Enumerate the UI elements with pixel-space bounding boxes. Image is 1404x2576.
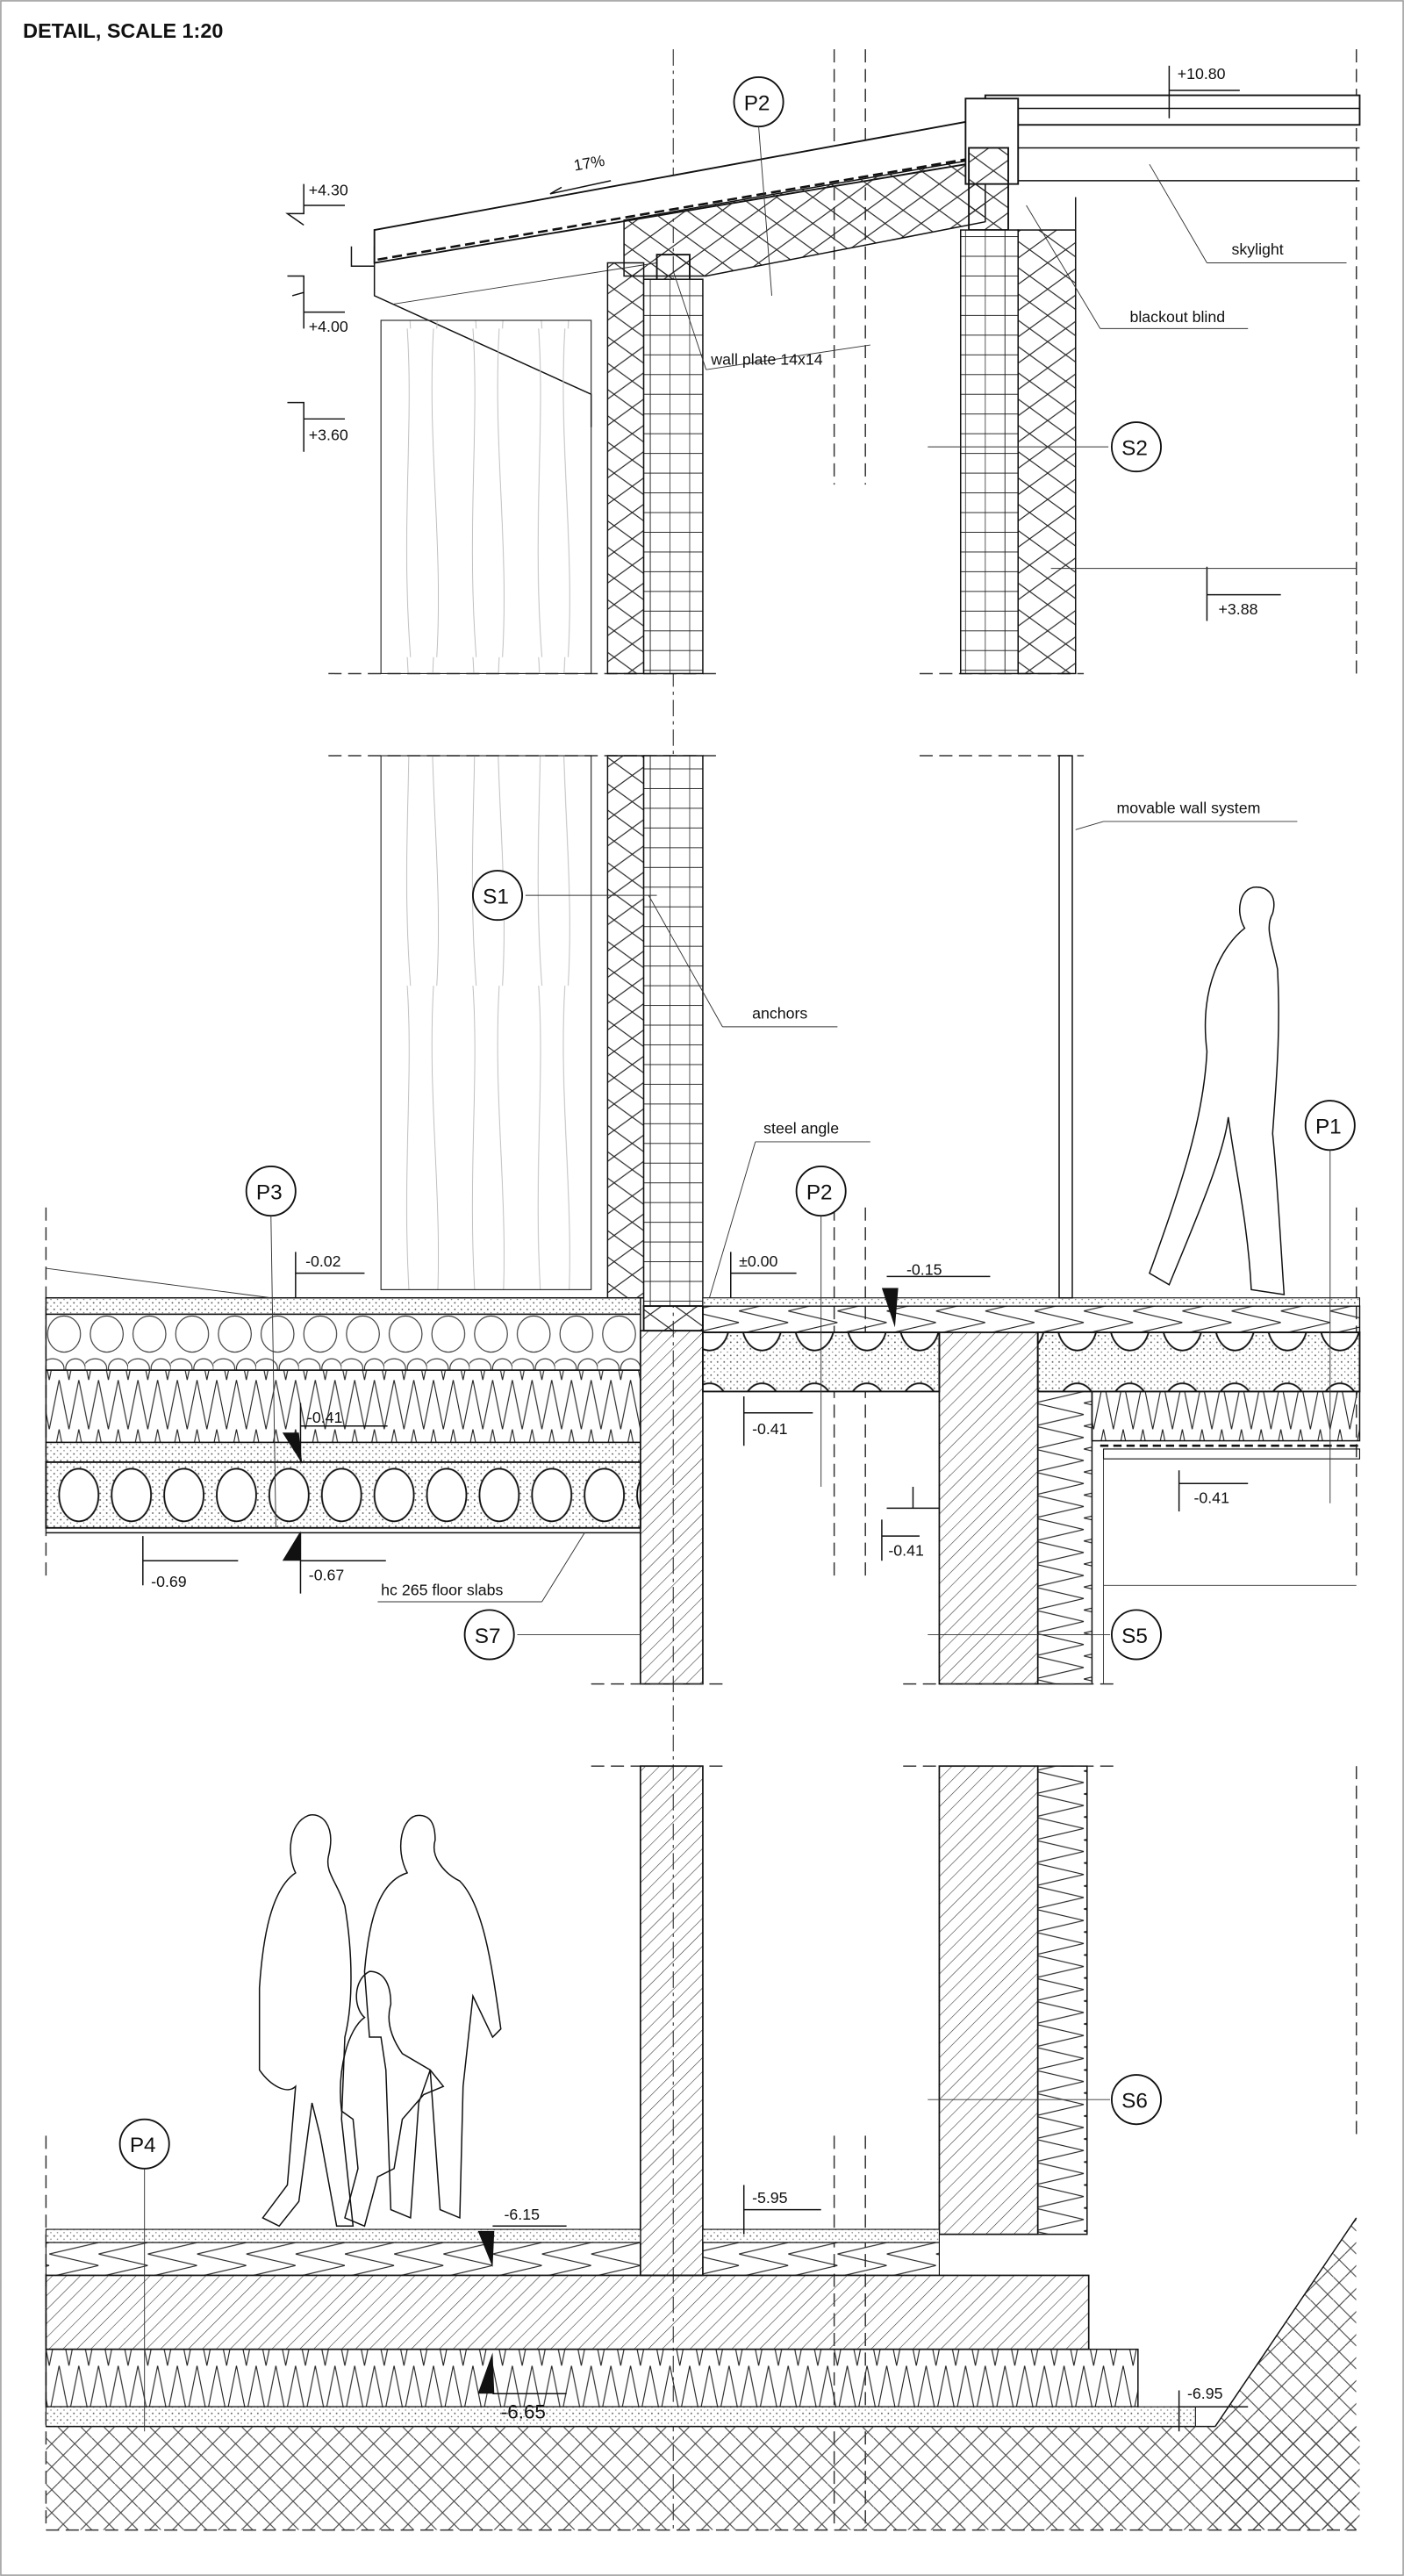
svg-text:skylight: skylight [1232, 240, 1284, 258]
tag-p1: P1 [1315, 1116, 1342, 1139]
tag-s2: S2 [1121, 436, 1148, 460]
svg-text:-0.41: -0.41 [752, 1420, 788, 1438]
svg-text:+3.60: +3.60 [309, 427, 348, 444]
svg-text:-0.02: -0.02 [305, 1252, 340, 1270]
tag-s1: S1 [483, 885, 509, 908]
svg-text:-0.41: -0.41 [307, 1409, 343, 1426]
basement-section [45, 1765, 1360, 2531]
svg-text:±0.00: ±0.00 [739, 1252, 777, 1270]
svg-text:17%: 17% [572, 152, 606, 175]
tag-s6: S6 [1121, 2090, 1148, 2113]
annotations-middle: S1 anchors steel angle movable wall syst… [142, 800, 1356, 1661]
tag-p4: P4 [130, 2134, 156, 2157]
annotations-top: 17% P2 wall plate 14x14 skylight blackou… [549, 76, 1347, 473]
svg-text:-0.69: -0.69 [151, 1573, 187, 1590]
ground-floor-section [45, 755, 1361, 1685]
svg-text:anchors: anchors [752, 1005, 807, 1023]
annotations-bottom: S6 P4 -6.15 -5.95 -6.65 -6.95 [118, 2074, 1249, 2432]
level-marks-top: +4.30 +4.00 +3.60 +10.80 +3.88 [285, 65, 1357, 621]
svg-text:wall plate 14x14: wall plate 14x14 [710, 351, 823, 369]
svg-text:-0.41: -0.41 [888, 1542, 924, 1560]
svg-text:-6.95: -6.95 [1187, 2385, 1223, 2402]
svg-text:-6.15: -6.15 [505, 2206, 541, 2223]
svg-text:+3.88: +3.88 [1219, 600, 1258, 618]
svg-text:+10.80: +10.80 [1178, 65, 1226, 83]
drawing-title: DETAIL, SCALE 1:20 [23, 19, 223, 42]
svg-text:+4.00: +4.00 [309, 318, 348, 335]
svg-text:-0.67: -0.67 [309, 1567, 344, 1584]
svg-text:hc 265 floor slabs: hc 265 floor slabs [381, 1582, 503, 1599]
roof-section [328, 49, 1361, 2530]
svg-text:-6.65: -6.65 [501, 2400, 546, 2422]
svg-text:-5.95: -5.95 [752, 2189, 788, 2206]
svg-text:movable wall system: movable wall system [1117, 800, 1261, 817]
people-silhouettes-family [258, 1813, 502, 2228]
person-silhouette-walking [1149, 886, 1286, 1295]
svg-text:steel angle: steel angle [763, 1120, 839, 1137]
wood-cladding [380, 319, 592, 675]
tag-p2-mid: P2 [806, 1180, 833, 1204]
svg-text:-0.41: -0.41 [1193, 1489, 1229, 1507]
tag-p3: P3 [256, 1180, 283, 1204]
tag-p2-top: P2 [744, 91, 770, 115]
svg-text:blackout blind: blackout blind [1129, 308, 1225, 326]
svg-text:+4.30: +4.30 [309, 182, 348, 199]
tag-s7: S7 [475, 1625, 501, 1648]
svg-text:-0.15: -0.15 [906, 1261, 942, 1279]
tag-s5: S5 [1121, 1625, 1148, 1648]
